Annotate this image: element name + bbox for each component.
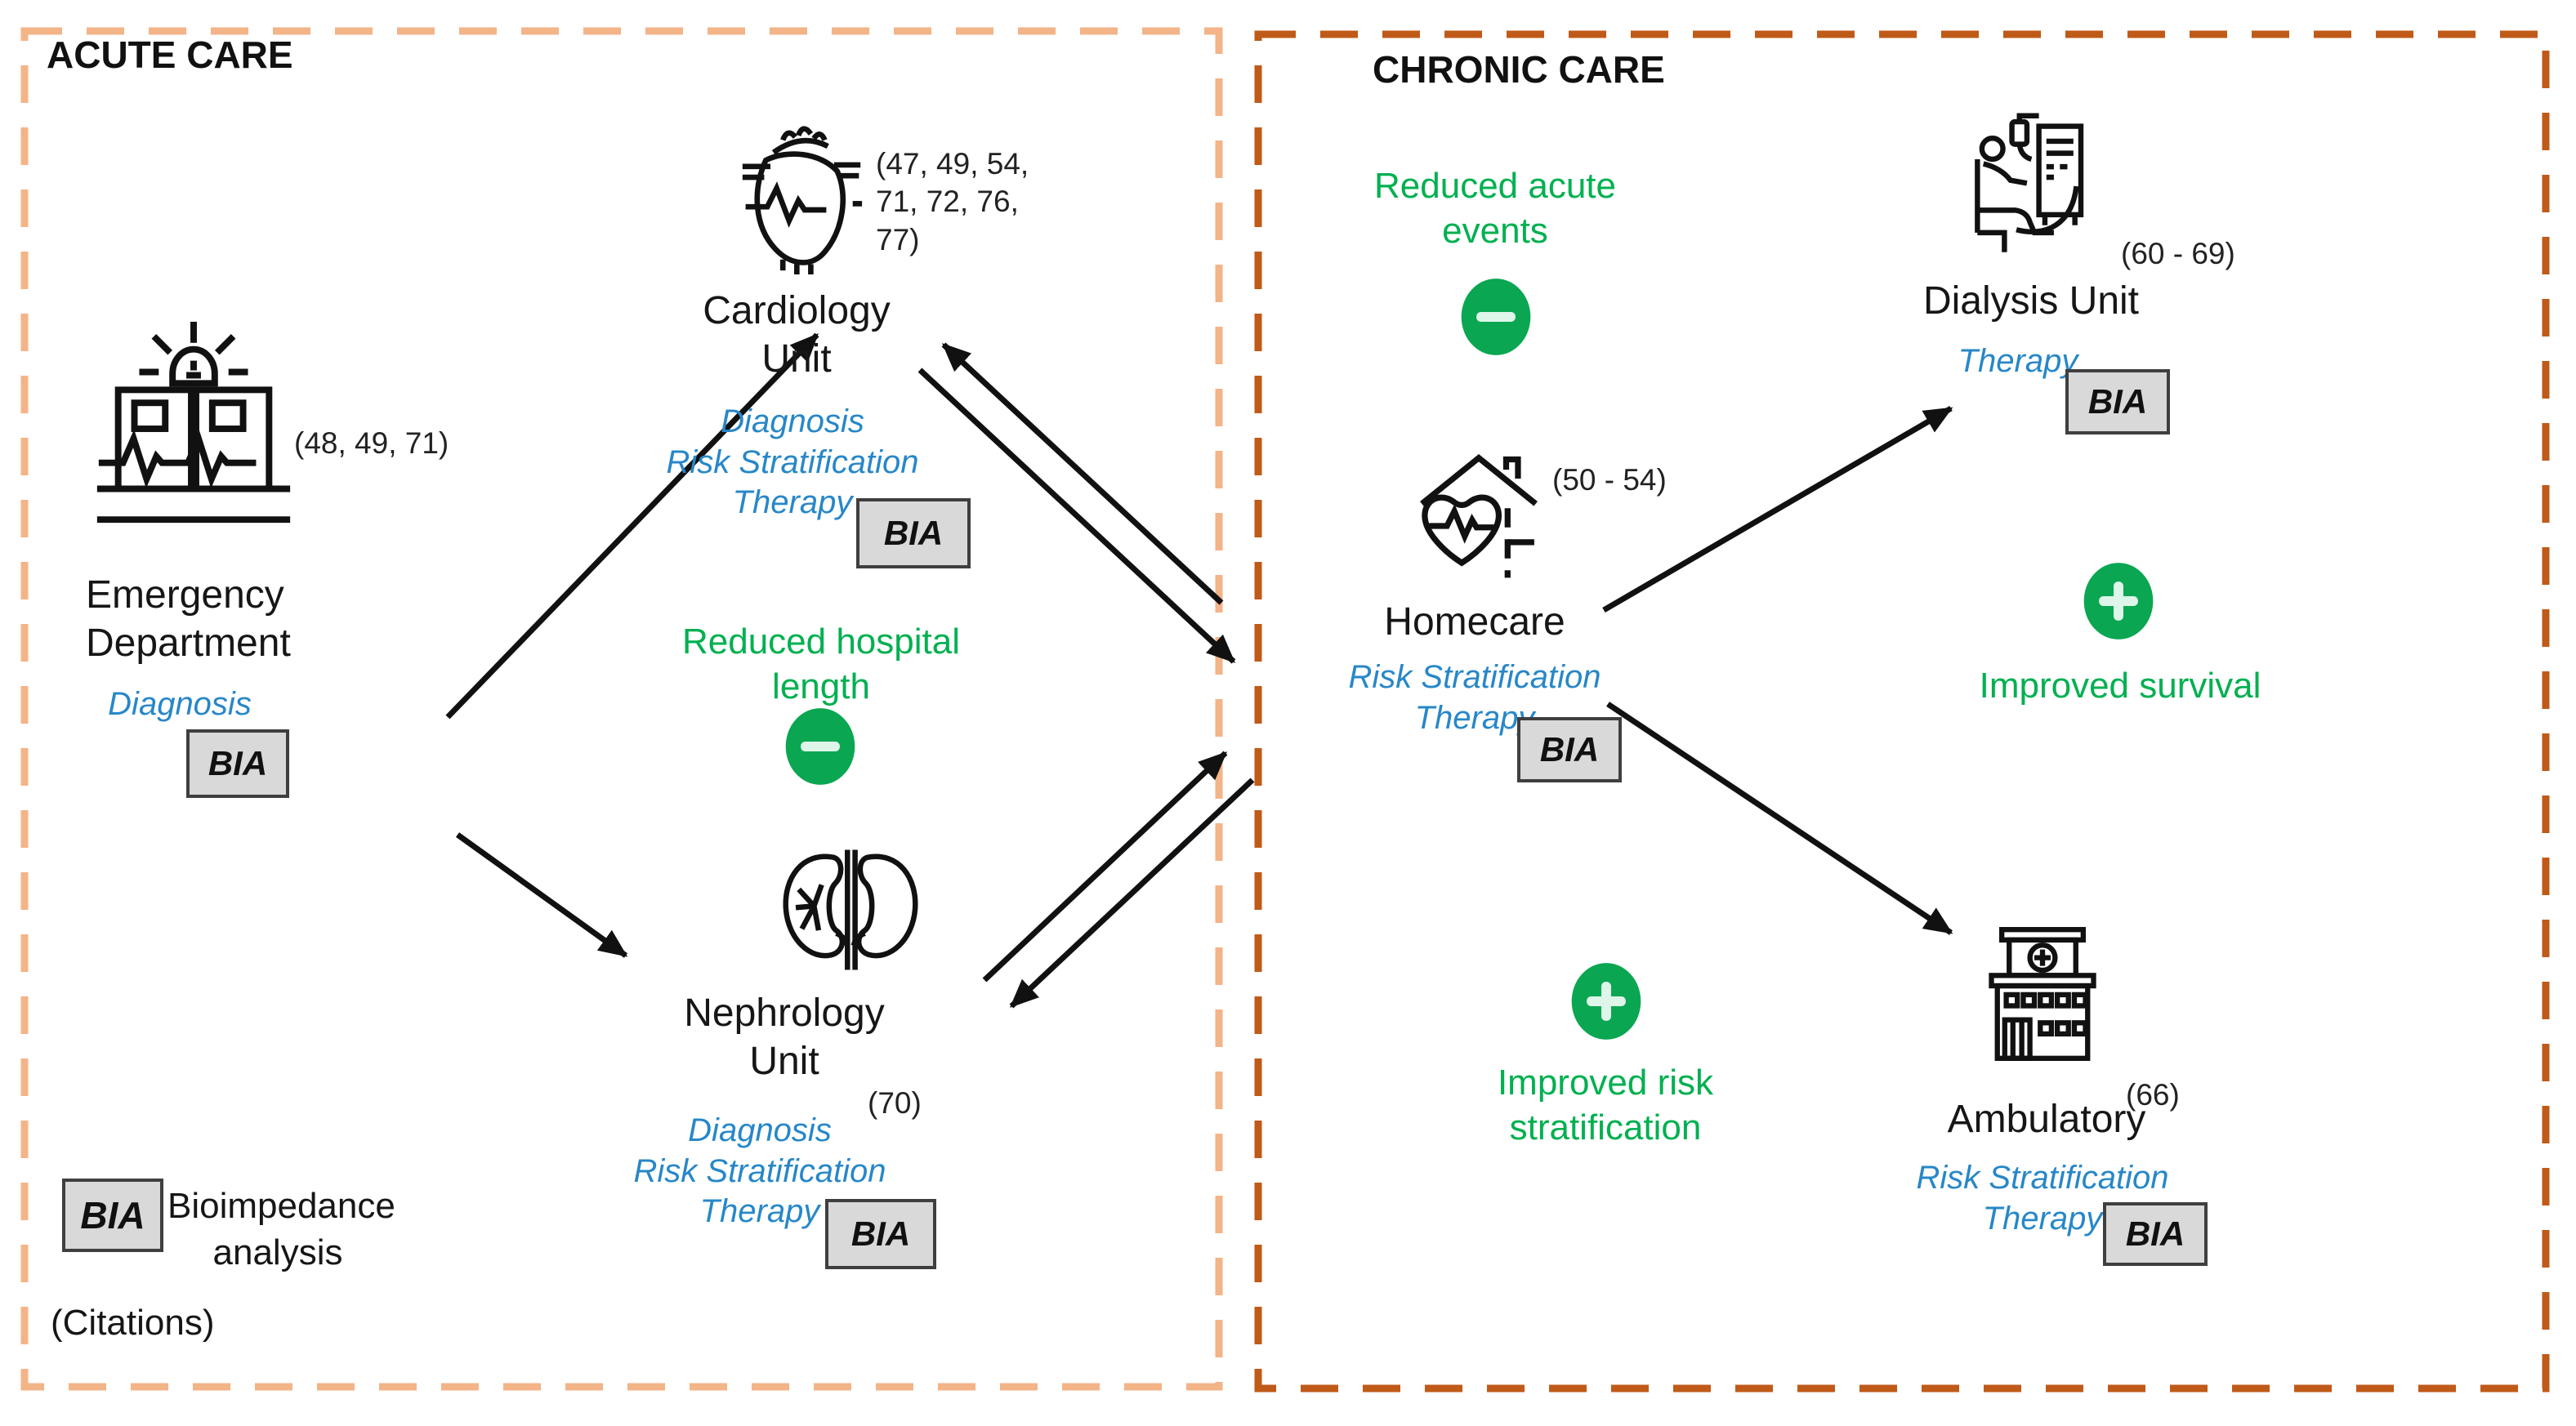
outcome-line: stratification: [1509, 1107, 1702, 1147]
dialysis-services: Therapy: [1928, 341, 2108, 382]
service-line: Diagnosis: [108, 686, 252, 722]
citation-line: 77): [876, 222, 920, 256]
minus-icon: [1461, 279, 1531, 355]
service-line: Therapy: [1982, 1200, 2103, 1237]
outcome-line: Reduced hospital length: [681, 622, 960, 706]
homecare-label: Homecare: [1356, 599, 1593, 647]
arrow-emergency-to-cardiology: [445, 332, 819, 720]
improved-risk-stratification-label: Improved risk stratification: [1446, 1060, 1765, 1150]
legend-line: analysis: [212, 1232, 343, 1273]
ambulatory-services: Risk Stratification Therapy: [1895, 1158, 2190, 1239]
label-line: Ambulatory: [1947, 1098, 2146, 1141]
acute-care-box: [20, 27, 1223, 1391]
service-line: Risk Stratification: [633, 1152, 886, 1189]
label-line: Dialysis Unit: [1922, 279, 2140, 323]
citation-line: 71, 72, 76,: [876, 185, 1019, 219]
minus-icon: [785, 708, 855, 785]
outcome-line: Reduced acute: [1374, 166, 1616, 206]
arrow-homecare-to-nephrology: [1009, 778, 1255, 1009]
service-line: Diagnosis: [688, 1112, 832, 1148]
homecare-house-heart-icon: [1420, 454, 1538, 578]
plus-icon: [1571, 963, 1641, 1040]
homecare-citation: (50 - 54): [1552, 463, 1667, 497]
service-line: Risk Stratification: [666, 443, 919, 480]
label-line: Homecare: [1384, 600, 1565, 644]
citation-line: (47, 49, 54,: [876, 147, 1029, 180]
bia-legend-badge: BIA: [62, 1179, 163, 1252]
cardiology-citation: (47, 49, 54, 71, 72, 76, 77): [876, 145, 1105, 259]
arrow-nephrology-to-homecare: [982, 751, 1228, 983]
bia-badge-nephrology: BIA: [825, 1199, 936, 1269]
outcome-line: events: [1442, 211, 1548, 251]
service-line: Diagnosis: [721, 403, 864, 439]
ambulatory-citation: (66): [2126, 1078, 2180, 1112]
label-line: Cardiology: [703, 289, 891, 332]
arrow-emergency-to-nephrology: [455, 832, 628, 958]
cardiology-services: Diagnosis Risk Stratification Therapy: [645, 402, 940, 524]
plus-icon: [2083, 563, 2154, 639]
legend-line: Bioimpedance: [167, 1186, 395, 1226]
bia-badge-cardiology: BIA: [856, 498, 971, 568]
label-line: Nephrology: [684, 992, 885, 1035]
nephrology-services: Diagnosis Risk Stratification Therapy: [613, 1111, 907, 1232]
arrow-homecare-to-dialysis: [1602, 405, 1953, 613]
arrow-homecare-to-ambulatory: [1606, 702, 1953, 935]
reduced-acute-events-label: Reduced acute events: [1340, 163, 1650, 253]
outcome-line: Improved risk: [1497, 1063, 1714, 1103]
service-line: Risk Stratification: [1916, 1160, 2169, 1196]
outcome-line: Improved survival: [1979, 666, 2261, 706]
service-line: Therapy: [732, 484, 853, 521]
dialysis-citation: (60 - 69): [2121, 237, 2235, 270]
service-line: Therapy: [699, 1193, 820, 1230]
label-line: Unit: [761, 336, 832, 381]
emergency-department-icon: [96, 321, 291, 524]
citations-note: (Citations): [51, 1303, 215, 1343]
acute-care-title: ACUTE CARE: [47, 33, 293, 76]
dialysis-unit-label: Dialysis Unit: [1904, 278, 2159, 326]
reduced-hospital-length-label: Reduced hospital length: [633, 619, 1009, 709]
nephrology-citation: (70): [868, 1086, 922, 1120]
bia-badge-ambulatory: BIA: [2103, 1202, 2208, 1266]
cardiology-unit-label: Cardiology Unit: [678, 287, 915, 383]
homecare-services: Risk Stratification Therapy: [1332, 657, 1618, 738]
label-line: Unit: [749, 1039, 819, 1083]
kidney-nephrology-icon: [783, 849, 918, 970]
emergency-citation: (48, 49, 71): [294, 426, 449, 460]
ambulatory-clinic-building-icon: [1989, 927, 2096, 1061]
improved-survival-label: Improved survival: [1944, 663, 2296, 708]
dialysis-patient-machine-icon: [1975, 113, 2084, 252]
heart-cardiology-icon: [742, 126, 863, 274]
bia-legend-label: Bioimpedance analysis: [167, 1183, 395, 1276]
emergency-services: Diagnosis: [74, 684, 286, 725]
arrow-homecare-to-cardiology: [941, 342, 1224, 605]
label-line: Department: [86, 621, 291, 665]
nephrology-unit-label: Nephrology Unit: [662, 990, 907, 1085]
emergency-department-label: Emergency Department: [86, 572, 364, 667]
service-line: Therapy: [1958, 343, 2078, 379]
chronic-care-title: CHRONIC CARE: [1373, 48, 1665, 91]
ambulatory-label: Ambulatory: [1924, 1096, 2169, 1144]
bia-badge-homecare: BIA: [1517, 717, 1622, 782]
chronic-care-box: [1254, 30, 2550, 1393]
service-line: Risk Stratification: [1348, 659, 1601, 695]
bia-badge-dialysis: BIA: [2065, 369, 2170, 434]
arrow-cardiology-to-homecare: [917, 368, 1236, 664]
bia-badge-emergency: BIA: [186, 729, 289, 798]
service-line: Therapy: [1414, 699, 1535, 736]
label-line: Emergency: [86, 573, 284, 617]
